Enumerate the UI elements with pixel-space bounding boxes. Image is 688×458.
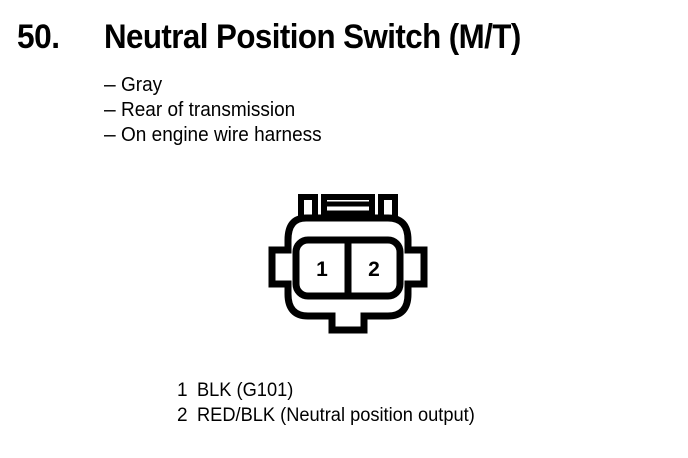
top-center-outline	[321, 194, 375, 218]
spec-item-label: Gray	[121, 74, 163, 96]
connector-diagram: 1 2	[248, 188, 448, 348]
spec-list: – Gray – Rear of transmission – On engin…	[104, 72, 524, 147]
spec-item-label: Rear of transmission	[121, 99, 296, 121]
legend-pin-description: RED/BLK (Neutral position output)	[197, 405, 475, 426]
spec-item-color: – Gray	[104, 72, 524, 97]
spec-item-location: – Rear of transmission	[104, 97, 524, 122]
dash-bullet-icon: –	[104, 123, 116, 146]
legend-row: 2 RED/BLK (Neutral position output)	[177, 403, 637, 428]
page-title: Neutral Position Switch (M/T)	[104, 18, 521, 56]
legend-pin-number: 1	[177, 380, 188, 401]
header: 50. Neutral Position Switch (M/T)	[0, 16, 688, 60]
dash-bullet-icon: –	[104, 73, 116, 96]
legend-row: 1 BLK (G101)	[177, 378, 637, 403]
cavity-number-1: 1	[316, 258, 328, 281]
spec-item-label: On engine wire harness	[121, 124, 322, 146]
top-center-block	[321, 194, 375, 218]
spec-item-harness: – On engine wire harness	[104, 122, 524, 147]
item-number: 50.	[17, 18, 60, 56]
cavity-number-2: 2	[368, 258, 380, 281]
pin-legend: 1 BLK (G101) 2 RED/BLK (Neutral position…	[177, 378, 637, 428]
legend-pin-description: BLK (G101)	[197, 380, 294, 401]
top-post-right	[378, 194, 398, 218]
top-post-left	[298, 194, 318, 218]
dash-bullet-icon: –	[104, 98, 116, 121]
connector-body-outline	[268, 214, 428, 334]
connector-outline-icon: 1 2	[268, 194, 428, 334]
legend-pin-number: 2	[177, 405, 188, 426]
